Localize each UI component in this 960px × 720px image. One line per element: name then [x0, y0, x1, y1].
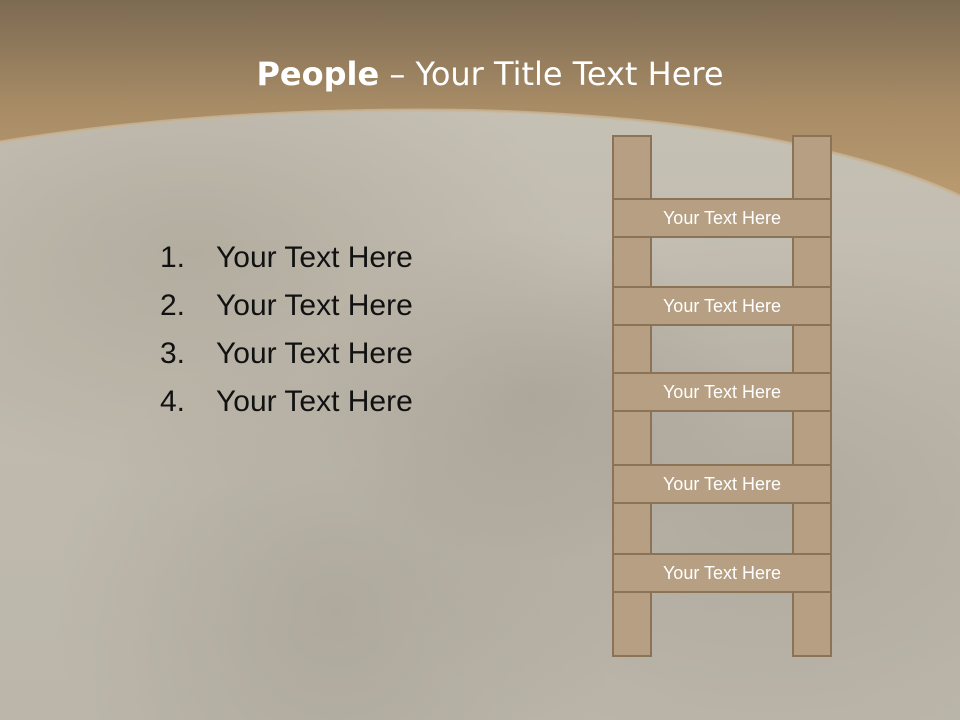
list-text: Your Text Here: [216, 241, 413, 274]
list-number: 2.: [160, 289, 186, 322]
title-rest: – Your Title Text Here: [379, 55, 724, 93]
ladder-rung-2: Your Text Here: [612, 286, 832, 326]
title-bold: People: [256, 55, 380, 93]
list-text: Your Text Here: [216, 289, 413, 322]
list-text: Your Text Here: [216, 337, 413, 370]
ladder-rung-5: Your Text Here: [612, 553, 832, 593]
numbered-list: 1. Your Text Here 2. Your Text Here 3. Your…: [160, 234, 413, 426]
header-band: [0, 0, 960, 198]
list-number: 4.: [160, 385, 186, 418]
list-number: 1.: [160, 241, 186, 274]
list-number: 3.: [160, 337, 186, 370]
list-item: 4. Your Text Here: [160, 378, 413, 426]
list-item: 2. Your Text Here: [160, 282, 413, 330]
ladder-rung-4: Your Text Here: [612, 464, 832, 504]
list-text: Your Text Here: [216, 385, 413, 418]
list-item: 3. Your Text Here: [160, 330, 413, 378]
ladder-rung-1: Your Text Here: [612, 198, 832, 238]
slide-title: People – Your Title Text Here: [0, 54, 960, 94]
list-item: 1. Your Text Here: [160, 234, 413, 282]
ladder-rung-3: Your Text Here: [612, 372, 832, 412]
